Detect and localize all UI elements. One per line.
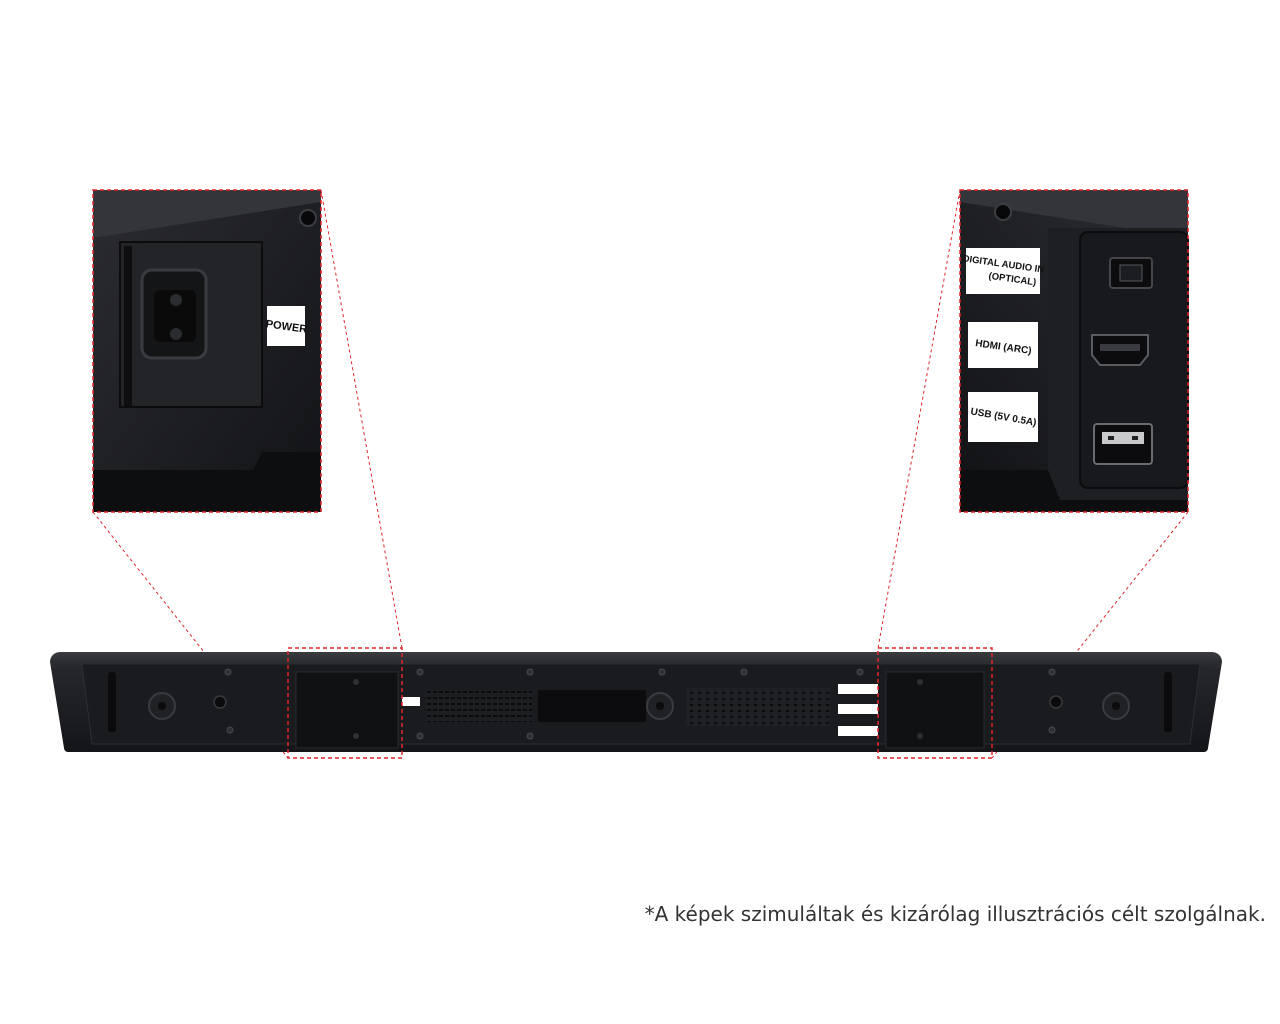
screw-hole-icon	[994, 203, 1012, 221]
end-slot-left	[108, 672, 116, 732]
disclaimer-text: *A képek szimuláltak és kizárólag illusz…	[644, 902, 1266, 926]
left-highlight-box	[287, 647, 403, 759]
speaker-grill	[686, 688, 830, 726]
power-socket-icon	[140, 268, 208, 360]
optical-label-plate	[966, 248, 1040, 294]
right-callout-border	[959, 189, 1189, 513]
rating-label-area	[538, 690, 646, 722]
screw-row	[224, 668, 1056, 740]
right-highlight-box	[877, 647, 993, 759]
soundbar-rear-panel	[50, 652, 1222, 752]
left-zoom-callout	[92, 189, 322, 513]
usb-port-icon	[1093, 423, 1153, 465]
power-label: POWER	[265, 318, 308, 336]
left-callout-border	[92, 189, 322, 513]
hdmi-label-plate	[968, 322, 1038, 368]
callout-connector-lines	[92, 189, 1189, 759]
hdmi-port-icon	[1091, 334, 1149, 366]
power-label-plate	[267, 306, 305, 346]
screw-hole-icon	[299, 209, 317, 227]
end-slot-right	[1164, 672, 1172, 732]
usb-label-plate	[968, 392, 1038, 442]
right-zoom-callout	[959, 189, 1189, 513]
optical-port-icon	[1109, 257, 1153, 289]
